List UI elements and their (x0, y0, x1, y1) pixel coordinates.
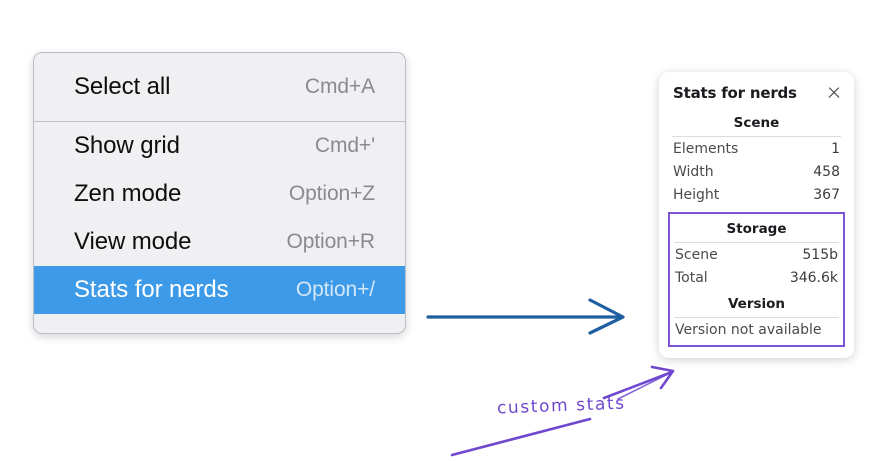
menu-item-stats-for-nerds[interactable]: Stats for nerds Option+/ (34, 266, 405, 314)
menu-item-select-all[interactable]: Select all Cmd+A (34, 63, 405, 111)
menu-item-label: Select all (74, 73, 171, 100)
close-icon[interactable] (826, 85, 842, 101)
menu-item-label: View mode (74, 228, 192, 255)
stats-row-height: Height 367 (671, 183, 842, 206)
menu-item-shortcut: Cmd+A (304, 75, 375, 98)
stats-for-nerds-panel: Stats for nerds Scene Elements 1 Width 4… (659, 72, 854, 358)
stats-row-label: Elements (673, 141, 739, 157)
stats-panel-title: Stats for nerds (673, 84, 797, 102)
menu-item-view-mode[interactable]: View mode Option+R (34, 218, 405, 266)
context-menu: Select all Cmd+A Show grid Cmd+' Zen mod… (33, 52, 406, 334)
menu-item-shortcut: Option+Z (288, 182, 375, 205)
menu-item-shortcut: Cmd+' (314, 134, 375, 157)
menu-item-label: Stats for nerds (74, 276, 229, 303)
menu-top-padding (34, 53, 405, 63)
menu-bottom-padding (34, 314, 405, 333)
stats-row-label: Total (675, 270, 708, 286)
stats-row-label: Version not available (675, 322, 822, 338)
flow-arrow-icon (426, 298, 625, 335)
section-heading-version: Version (727, 296, 786, 312)
stats-row-value: 1 (831, 141, 840, 157)
stats-row-label: Height (673, 187, 720, 203)
menu-separator (34, 121, 405, 122)
callout-underline-icon (450, 417, 592, 457)
section-heading-scene: Scene (733, 115, 780, 131)
stats-row-width: Width 458 (671, 160, 842, 183)
menu-item-show-grid[interactable]: Show grid Cmd+' (34, 122, 405, 170)
stats-section-version: Version Version not available (673, 289, 840, 341)
stats-row-value: 367 (813, 187, 840, 203)
stats-panel-header: Stats for nerds (671, 82, 842, 108)
section-divider (674, 242, 839, 243)
stats-section-scene: Scene Elements 1 Width 458 Height 367 (671, 108, 842, 206)
stats-row-elements: Elements 1 (671, 137, 842, 160)
menu-item-shortcut: Option+/ (295, 278, 375, 301)
section-divider (672, 136, 841, 137)
menu-item-shortcut: Option+R (286, 230, 375, 253)
section-divider (674, 317, 839, 318)
menu-item-label: Show grid (74, 132, 180, 159)
stats-row-value: 458 (813, 164, 840, 180)
stats-row-value: 515b (802, 247, 838, 263)
section-heading-storage: Storage (726, 221, 787, 237)
menu-item-label: Zen mode (74, 180, 182, 207)
stats-row-total: Total 346.6k (673, 266, 840, 289)
stats-row-value: 346.6k (789, 270, 838, 286)
stats-row-label: Scene (675, 247, 718, 263)
stats-row-version: Version not available (673, 318, 840, 341)
custom-stats-outline: Storage Scene 515b Total 346.6k Version … (668, 212, 845, 347)
stats-row-scene: Scene 515b (673, 243, 840, 266)
menu-item-zen-mode[interactable]: Zen mode Option+Z (34, 170, 405, 218)
stats-row-label: Width (673, 164, 714, 180)
annotation-custom-stats-label: custom stats (496, 393, 627, 419)
stats-section-storage: Storage Scene 515b Total 346.6k (673, 214, 840, 289)
